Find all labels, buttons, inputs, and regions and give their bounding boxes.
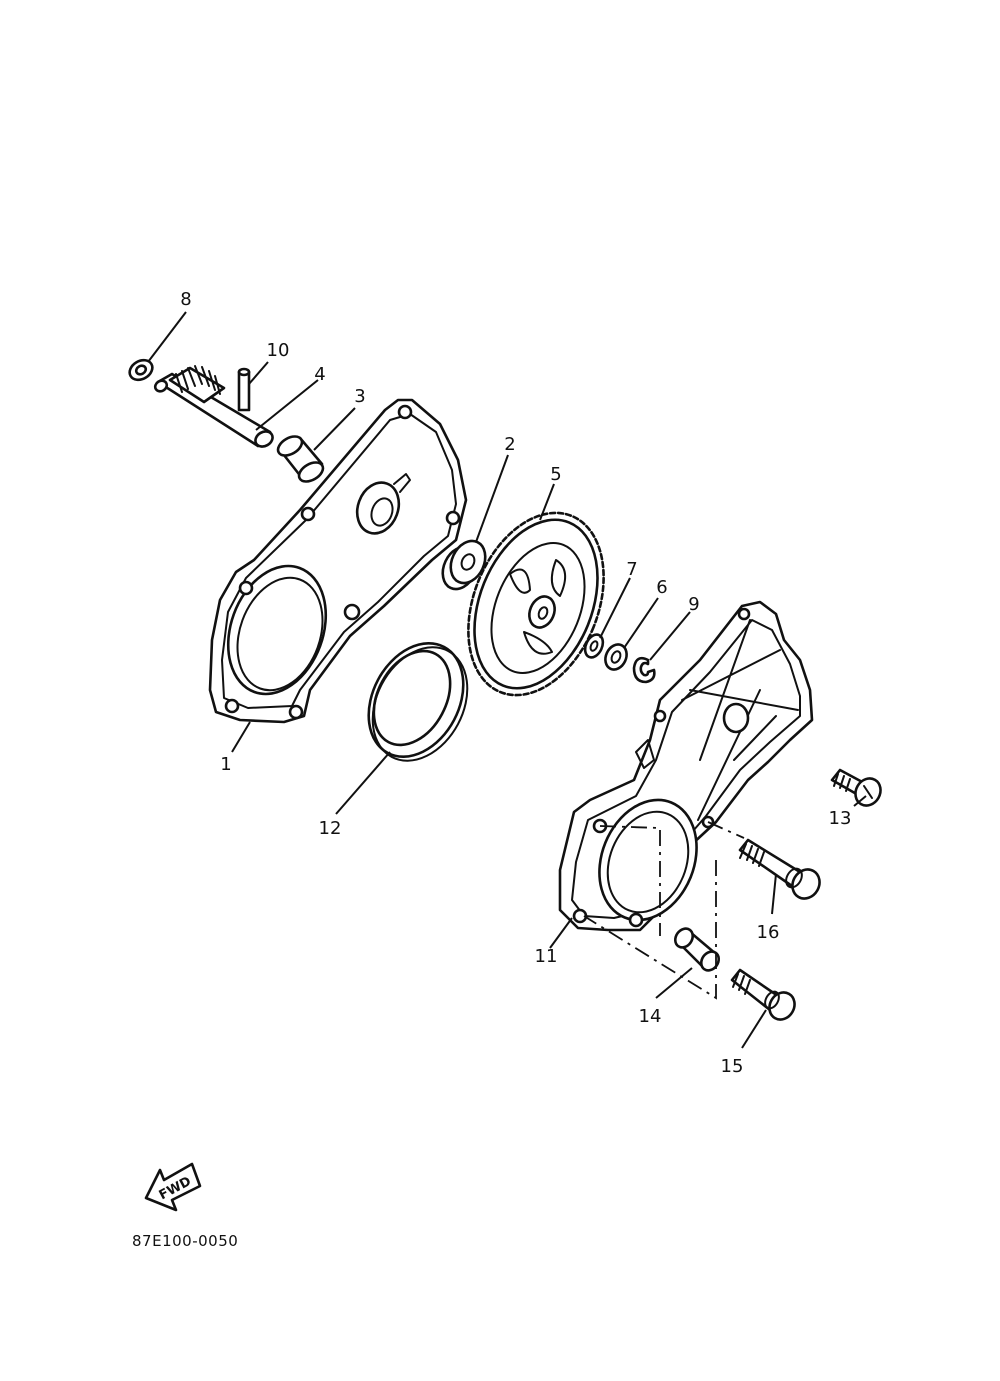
- part-15-bolt: [730, 968, 796, 1021]
- part-4-shaft: [153, 365, 274, 448]
- callout-6: 6: [656, 577, 667, 598]
- part-9-circlip: [632, 656, 656, 684]
- part-10-pin: [237, 367, 251, 412]
- part-8-washer: [128, 358, 154, 382]
- callout-4: 4: [314, 364, 325, 385]
- leader-lines: [147, 311, 867, 1049]
- part-11-case-cover: [558, 600, 814, 932]
- callout-8: 8: [180, 289, 191, 310]
- callout-16: 16: [757, 922, 780, 943]
- part-7-washer: [583, 633, 605, 659]
- callout-11: 11: [535, 946, 558, 967]
- drawing-code: 87E100-0050: [132, 1232, 238, 1250]
- part-6-washer: [604, 643, 628, 671]
- callout-7: 7: [626, 559, 637, 580]
- callout-3: 3: [354, 386, 365, 407]
- callout-5: 5: [550, 464, 561, 485]
- callout-1: 1: [220, 754, 231, 775]
- callout-9: 9: [688, 594, 699, 615]
- callout-2: 2: [504, 434, 515, 455]
- part-1-case-cover: [208, 398, 468, 724]
- callout-10: 10: [267, 340, 290, 361]
- callout-labels: 8 10 4 3 2 5 7 6 9 1 12 13 16 11 14 15: [180, 289, 851, 1077]
- callout-15: 15: [721, 1056, 744, 1077]
- part-16-bolt: [738, 838, 821, 900]
- part-14-dowel-pin: [673, 927, 721, 972]
- callout-12: 12: [319, 818, 342, 839]
- part-13-screw: [830, 768, 882, 807]
- alignment-lines: [583, 821, 745, 1000]
- part-12-seal-ring: [367, 642, 469, 762]
- part-5-gear: [467, 511, 605, 697]
- part-3-bushing: [276, 435, 325, 483]
- part-2-bearing: [441, 539, 487, 591]
- callout-14: 14: [639, 1006, 662, 1027]
- forward-arrow-icon: FWD: [144, 1162, 202, 1212]
- callout-13: 13: [829, 808, 852, 829]
